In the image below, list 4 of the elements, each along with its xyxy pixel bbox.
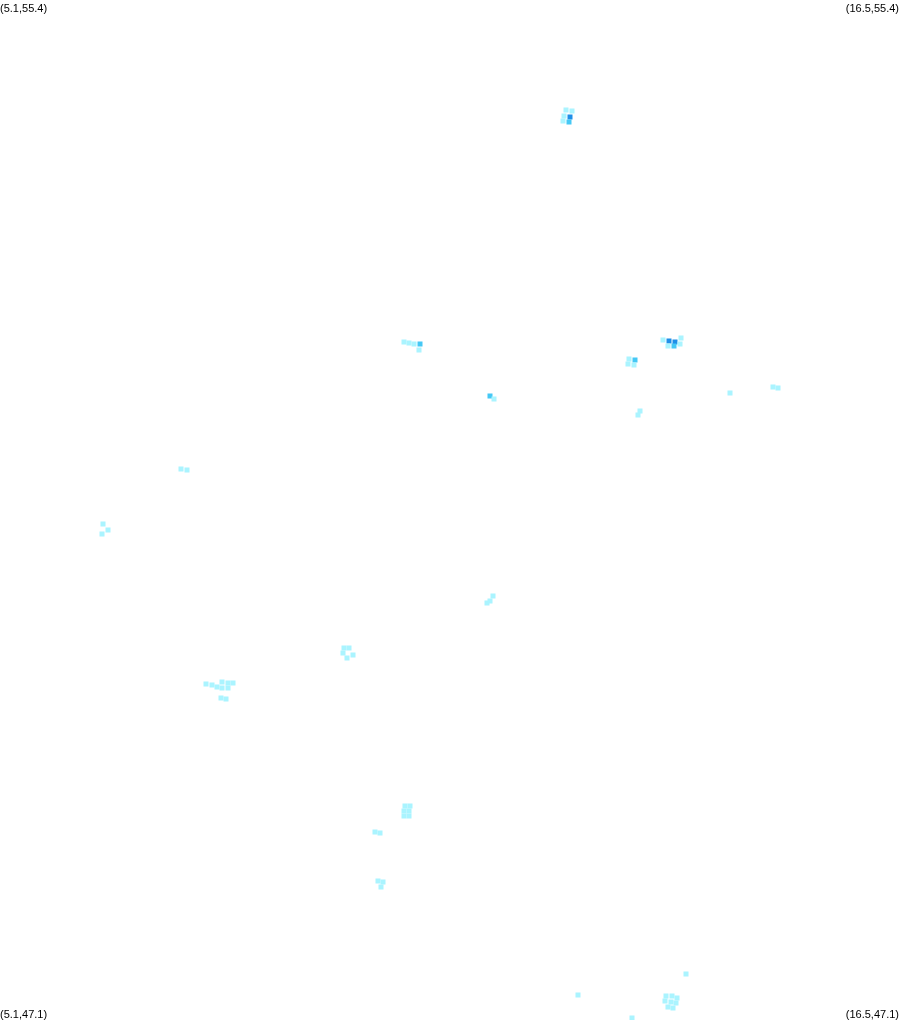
coordinate-label: (5.1,47.1) [0, 1008, 48, 1020]
coordinate-label: (16.5,55.4) [845, 2, 899, 14]
coordinate-label: (16.5,47.1) [845, 1008, 899, 1020]
coordinate-label: (5.1,55.4) [0, 2, 48, 14]
